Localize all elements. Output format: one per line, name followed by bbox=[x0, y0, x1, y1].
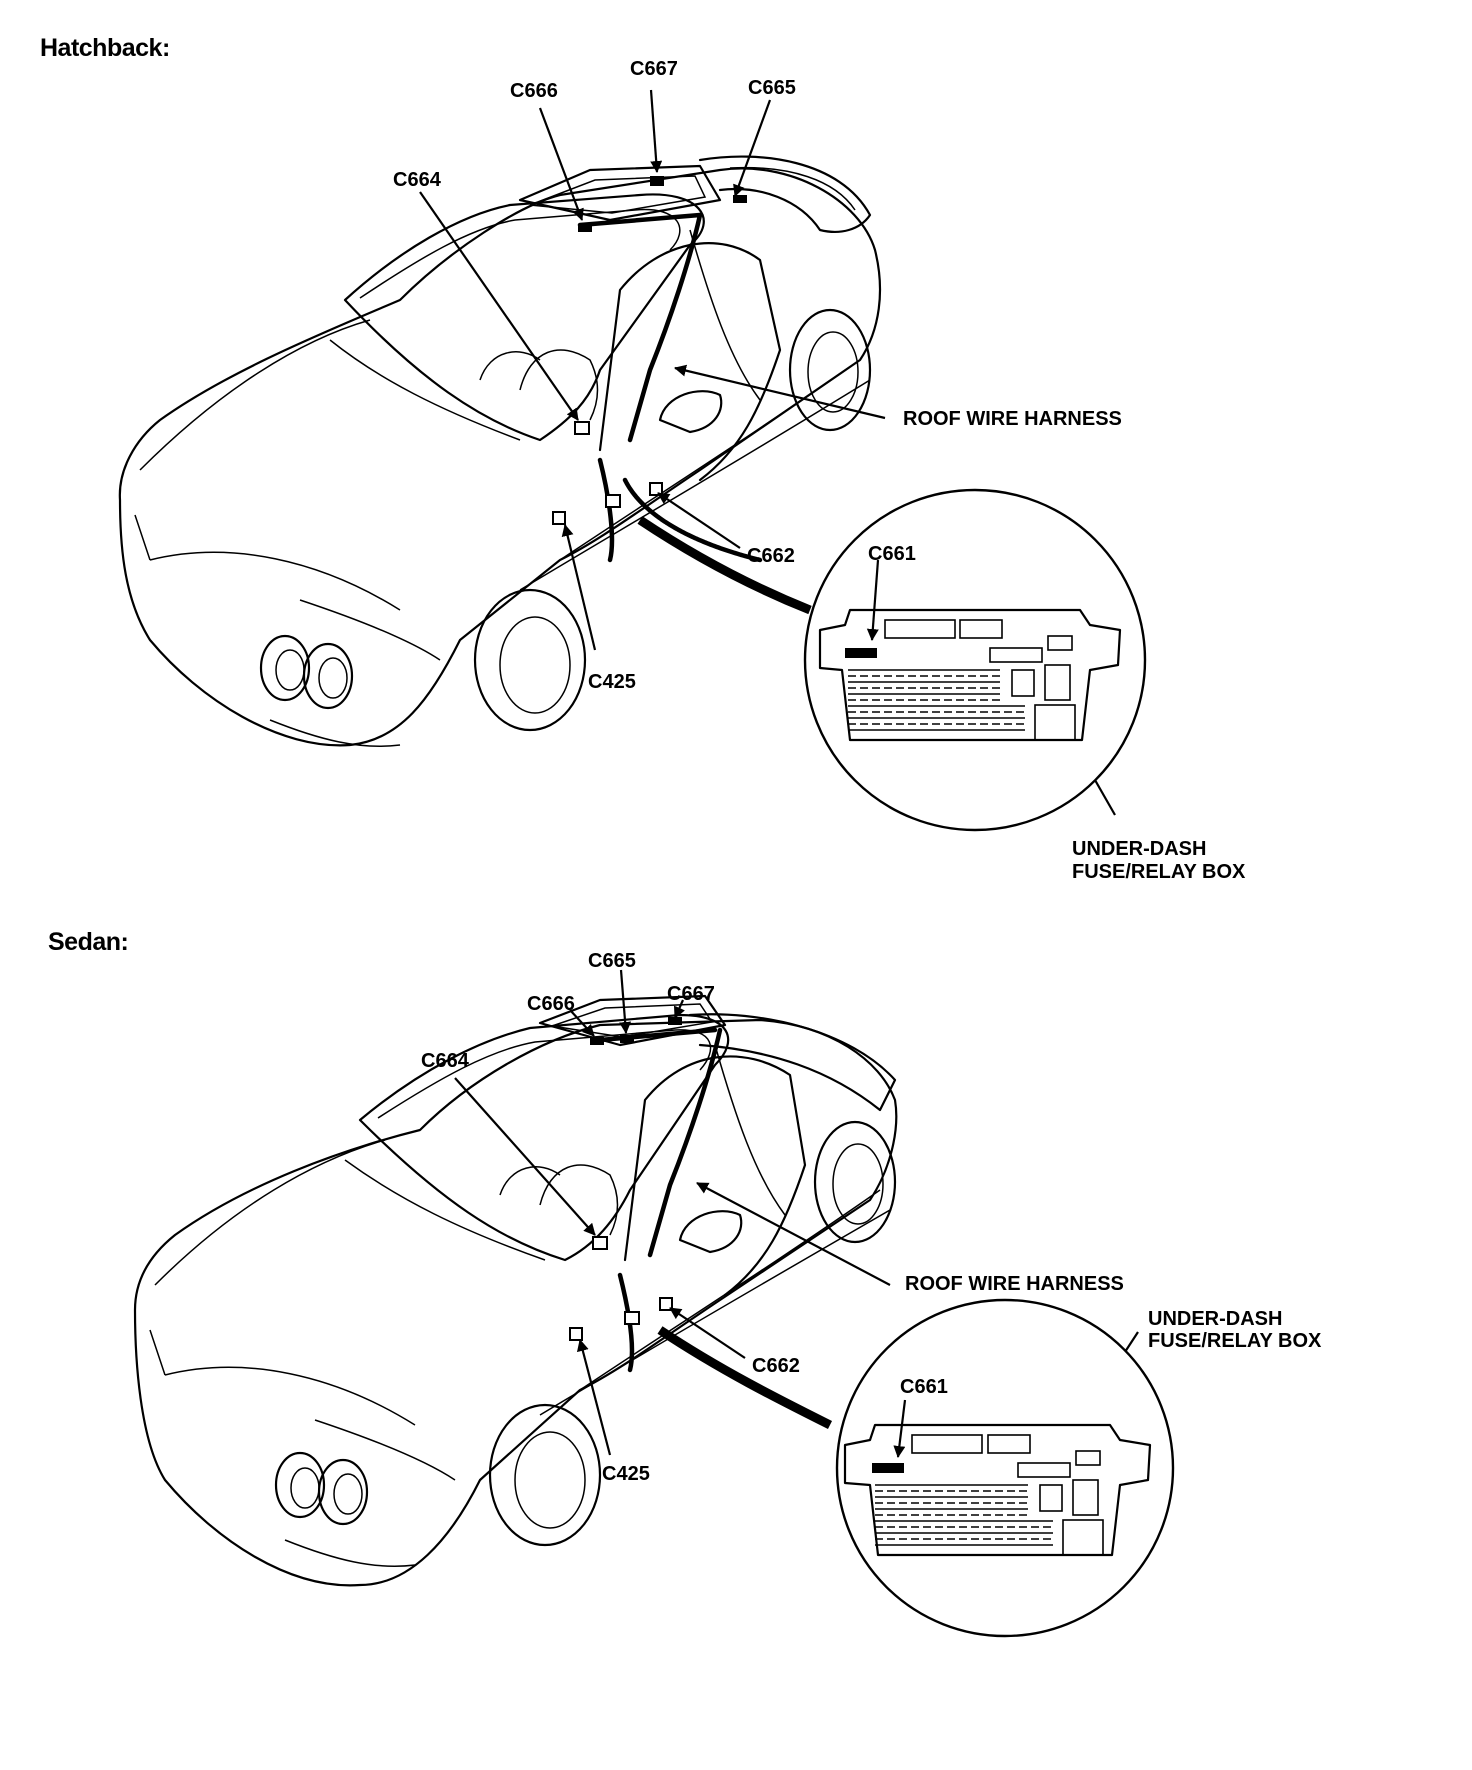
hatchback-title: Hatchback: bbox=[40, 34, 170, 62]
hatch-label-roof-harness: ROOF WIRE HARNESS bbox=[903, 408, 1122, 430]
hatch-label-c661: C661 bbox=[868, 543, 916, 565]
hatch-label-c667: C667 bbox=[630, 58, 678, 80]
sedan-label-c667: C667 bbox=[667, 983, 715, 1005]
sedan-label-roof-harness: ROOF WIRE HARNESS bbox=[905, 1273, 1124, 1295]
hatch-label-c662: C662 bbox=[747, 545, 795, 567]
hatch-label-fuse-box-line2: FUSE/RELAY BOX bbox=[1072, 861, 1246, 883]
hatchback-car-drawing bbox=[118, 155, 882, 748]
sedan-car-drawing bbox=[133, 994, 898, 1587]
sedan-label-c665: C665 bbox=[588, 950, 636, 972]
sedan-label-fuse-box-line1: UNDER-DASH bbox=[1148, 1308, 1282, 1330]
sedan-title: Sedan: bbox=[48, 928, 129, 956]
sedan-label-c425: C425 bbox=[602, 1463, 650, 1485]
sedan-label-c662: C662 bbox=[752, 1355, 800, 1377]
hatch-label-c666: C666 bbox=[510, 80, 558, 102]
sedan-diagram: C665 C667 C666 C664 ROOF WIRE HARNESS UN… bbox=[133, 950, 1322, 1638]
sedan-fuse-grid bbox=[875, 1484, 1053, 1546]
sedan-label-c664: C664 bbox=[421, 1050, 470, 1072]
hatch-label-c665: C665 bbox=[748, 77, 796, 99]
hatch-label-fuse-box-line1: UNDER-DASH bbox=[1072, 838, 1206, 860]
hatch-label-c425: C425 bbox=[588, 671, 636, 693]
hatch-label-c664: C664 bbox=[393, 169, 442, 191]
hatchback-diagram: C667 C666 C665 C664 ROOF WIRE HARNESS C6… bbox=[118, 58, 1246, 883]
hatchback-fuse-box-detail bbox=[803, 488, 1147, 832]
sedan-panel: Sedan: bbox=[0, 900, 1472, 1770]
hatchback-fuse-grid bbox=[848, 669, 1025, 731]
sedan-label-fuse-box-line2: FUSE/RELAY BOX bbox=[1148, 1330, 1322, 1352]
sedan-fuse-box-detail bbox=[835, 1298, 1175, 1638]
hatchback-leader-lines bbox=[419, 89, 1116, 816]
hatchback-panel: Hatchback: bbox=[40, 34, 1246, 883]
sedan-label-c666: C666 bbox=[527, 993, 575, 1015]
sedan-label-c661: C661 bbox=[900, 1376, 948, 1398]
